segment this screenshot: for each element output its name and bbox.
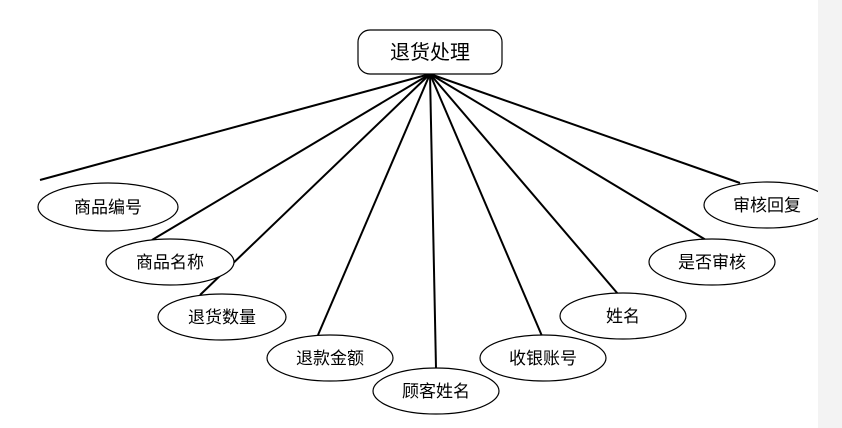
attribute-label: 顾客姓名: [402, 382, 470, 402]
attribute-node: 退货数量: [157, 293, 287, 341]
attribute-node: 姓名: [559, 292, 687, 340]
attribute-node: 退款金额: [266, 334, 394, 382]
attribute-node: 顾客姓名: [372, 367, 500, 415]
attribute-ellipse: [372, 367, 500, 415]
root-node: 退货处理: [357, 29, 503, 75]
attribute-node: 是否审核: [648, 238, 776, 286]
root-node-label: 退货处理: [390, 40, 470, 64]
connector-line: [429, 73, 619, 295]
attribute-node: 商品编号: [37, 182, 179, 232]
attribute-ellipse: [479, 334, 607, 382]
attribute-ellipse: [157, 293, 287, 341]
attribute-label: 退款金额: [296, 349, 364, 369]
root-node-box: [357, 29, 503, 75]
connector-line: [429, 73, 437, 369]
attribute-label: 是否审核: [678, 253, 746, 273]
attribute-ellipse: [266, 334, 394, 382]
attribute-label: 收银账号: [509, 349, 577, 369]
connector-line: [199, 73, 431, 296]
attribute-label: 姓名: [606, 307, 640, 327]
attribute-label: 审核回复: [733, 196, 801, 216]
connector-line: [429, 73, 741, 184]
right-margin-strip: [818, 0, 842, 428]
attribute-node: 审核回复: [703, 181, 831, 229]
attribute-label: 退货数量: [188, 308, 256, 328]
attribute-ellipse: [648, 238, 776, 286]
attribute-node: 商品名称: [105, 238, 235, 286]
edges: [39, 73, 741, 369]
attribute-ellipse: [559, 292, 687, 340]
attribute-ellipse: [105, 238, 235, 286]
attribute-label: 商品编号: [74, 198, 142, 218]
connector-line: [39, 73, 431, 181]
connector-line: [429, 73, 707, 241]
connector-line: [429, 73, 543, 337]
attribute-ellipse: [37, 182, 179, 232]
attribute-label: 商品名称: [136, 253, 204, 273]
connector-line: [151, 73, 431, 241]
attribute-node: 收银账号: [479, 334, 607, 382]
connector-line: [317, 73, 431, 336]
